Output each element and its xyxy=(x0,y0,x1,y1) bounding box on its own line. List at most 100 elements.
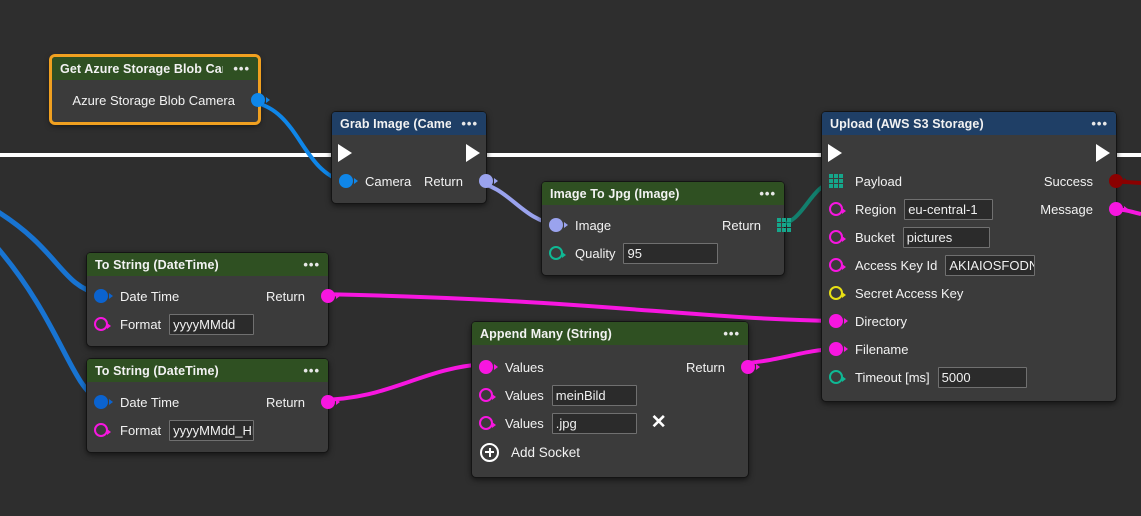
node-header[interactable]: To String (DateTime) ••• xyxy=(87,359,328,382)
node-header[interactable]: Upload (AWS S3 Storage) ••• xyxy=(822,112,1116,135)
node-grab-image-camera[interactable]: Grab Image (Camera) ••• Camera Return xyxy=(331,111,487,204)
remove-socket-icon[interactable]: ✕ xyxy=(651,416,667,430)
socket-format-in[interactable] xyxy=(94,423,108,437)
values-3-input[interactable]: .jpg xyxy=(552,413,637,434)
socket-values-3-in[interactable] xyxy=(479,416,493,430)
socket-return-out[interactable] xyxy=(321,289,335,303)
socket-return-array-out[interactable] xyxy=(777,218,791,232)
port-row-access-key-id: Access Key Id AKIAIOSFODNN7EXAMPLE xyxy=(822,251,1116,279)
exec-in-icon[interactable] xyxy=(338,144,352,162)
exec-row xyxy=(332,139,486,167)
port-row-camera: Camera Return xyxy=(332,167,486,195)
wire-tostring1-to-directory xyxy=(318,294,836,321)
node-to-string-datetime-2[interactable]: To String (DateTime) ••• Date Time Retur… xyxy=(86,358,329,453)
timeout-input[interactable]: 5000 xyxy=(938,367,1027,388)
node-image-to-jpg[interactable]: Image To Jpg (Image) ••• Image Return Qu… xyxy=(541,181,785,276)
socket-message-out[interactable] xyxy=(1109,202,1123,216)
add-socket-button[interactable]: Add Socket xyxy=(472,437,748,467)
wire-left-to-datetime-1 xyxy=(0,210,99,294)
bucket-input[interactable]: pictures xyxy=(903,227,990,248)
values-2-input[interactable]: meinBild xyxy=(552,385,637,406)
port-row-payload: Payload Success xyxy=(822,167,1116,195)
node-header[interactable]: Append Many (String) ••• xyxy=(472,322,748,345)
node-menu-icon[interactable]: ••• xyxy=(713,330,740,338)
port-row-region: Region eu-central-1 Message xyxy=(822,195,1116,223)
output-label: Return xyxy=(266,289,313,304)
socket-values-1-in[interactable] xyxy=(479,360,493,374)
port-row-values-2: Values meinBild xyxy=(472,381,748,409)
values-label-2: Values xyxy=(505,388,544,403)
port-row-format: Format yyyyMMdd_HH xyxy=(87,416,328,444)
node-upload-aws-s3-storage[interactable]: Upload (AWS S3 Storage) ••• Payload Succ… xyxy=(821,111,1117,402)
format-input[interactable]: yyyyMMdd_HH xyxy=(169,420,254,441)
socket-return-out[interactable] xyxy=(741,360,755,374)
success-label: Success xyxy=(1044,174,1101,189)
node-menu-icon[interactable]: ••• xyxy=(451,120,478,128)
access-key-label: Access Key Id xyxy=(855,258,937,273)
node-menu-icon[interactable]: ••• xyxy=(293,367,320,375)
socket-camera-in[interactable] xyxy=(339,174,353,188)
output-label: Azure Storage Blob Camera xyxy=(72,93,243,108)
socket-values-2-in[interactable] xyxy=(479,388,493,402)
node-header[interactable]: Image To Jpg (Image) ••• xyxy=(542,182,784,205)
output-label: Return xyxy=(722,218,769,233)
node-title: Append Many (String) xyxy=(480,327,612,341)
region-input[interactable]: eu-central-1 xyxy=(904,199,993,220)
socket-secret-access-key-in[interactable] xyxy=(829,286,843,300)
port-row-azure-output: Azure Storage Blob Camera xyxy=(52,88,258,112)
payload-label: Payload xyxy=(855,174,902,189)
socket-azure-storage-blob-camera-out[interactable] xyxy=(251,93,265,107)
format-label: Format xyxy=(120,423,161,438)
format-input[interactable]: yyyyMMdd xyxy=(169,314,254,335)
port-row-quality: Quality 95 xyxy=(542,239,784,267)
access-key-id-input[interactable]: AKIAIOSFODNN7EXAMPLE xyxy=(945,255,1035,276)
socket-filename-in[interactable] xyxy=(829,342,843,356)
output-label: Return xyxy=(686,360,733,375)
node-title: Get Azure Storage Blob Camera xyxy=(60,62,223,76)
exec-out-icon[interactable] xyxy=(466,144,480,162)
socket-date-time-in[interactable] xyxy=(94,289,108,303)
message-label: Message xyxy=(1040,202,1101,217)
plus-circle-icon xyxy=(480,443,499,462)
socket-return-out[interactable] xyxy=(479,174,493,188)
directory-label: Directory xyxy=(855,314,907,329)
socket-format-in[interactable] xyxy=(94,317,108,331)
socket-directory-in[interactable] xyxy=(829,314,843,328)
node-title: Image To Jpg (Image) xyxy=(550,187,680,201)
port-row-filename: Filename xyxy=(822,335,1116,363)
node-menu-icon[interactable]: ••• xyxy=(1081,120,1108,128)
node-append-many-string[interactable]: Append Many (String) ••• Values Return V… xyxy=(471,321,749,478)
node-to-string-datetime-1[interactable]: To String (DateTime) ••• Date Time Retur… xyxy=(86,252,329,347)
node-menu-icon[interactable]: ••• xyxy=(749,190,776,198)
socket-bucket-in[interactable] xyxy=(829,230,843,244)
socket-return-out[interactable] xyxy=(321,395,335,409)
input-label: Image xyxy=(575,218,611,233)
node-header[interactable]: To String (DateTime) ••• xyxy=(87,253,328,276)
node-get-azure-storage-blob-camera[interactable]: Get Azure Storage Blob Camera ••• Azure … xyxy=(50,55,260,124)
node-header[interactable]: Get Azure Storage Blob Camera ••• xyxy=(52,57,258,80)
socket-payload-array-in[interactable] xyxy=(829,174,843,188)
quality-label: Quality xyxy=(575,246,615,261)
node-header[interactable]: Grab Image (Camera) ••• xyxy=(332,112,486,135)
port-row-datetime: Date Time Return xyxy=(87,388,328,416)
node-title: To String (DateTime) xyxy=(95,258,219,272)
socket-quality-in[interactable] xyxy=(549,246,563,260)
exec-out-icon[interactable] xyxy=(1096,144,1110,162)
socket-image-in[interactable] xyxy=(549,218,563,232)
output-label: Return xyxy=(424,174,471,189)
port-row-bucket: Bucket pictures xyxy=(822,223,1116,251)
socket-timeout-in[interactable] xyxy=(829,370,843,384)
socket-region-in[interactable] xyxy=(829,202,843,216)
node-menu-icon[interactable]: ••• xyxy=(223,65,250,73)
node-menu-icon[interactable]: ••• xyxy=(293,261,320,269)
socket-date-time-in[interactable] xyxy=(94,395,108,409)
socket-success-out[interactable] xyxy=(1109,174,1123,188)
filename-label: Filename xyxy=(855,342,908,357)
quality-input[interactable]: 95 xyxy=(623,243,718,264)
socket-access-key-id-in[interactable] xyxy=(829,258,843,272)
values-label-3: Values xyxy=(505,416,544,431)
port-row-datetime: Date Time Return xyxy=(87,282,328,310)
port-row-directory: Directory xyxy=(822,307,1116,335)
exec-in-icon[interactable] xyxy=(828,144,842,162)
